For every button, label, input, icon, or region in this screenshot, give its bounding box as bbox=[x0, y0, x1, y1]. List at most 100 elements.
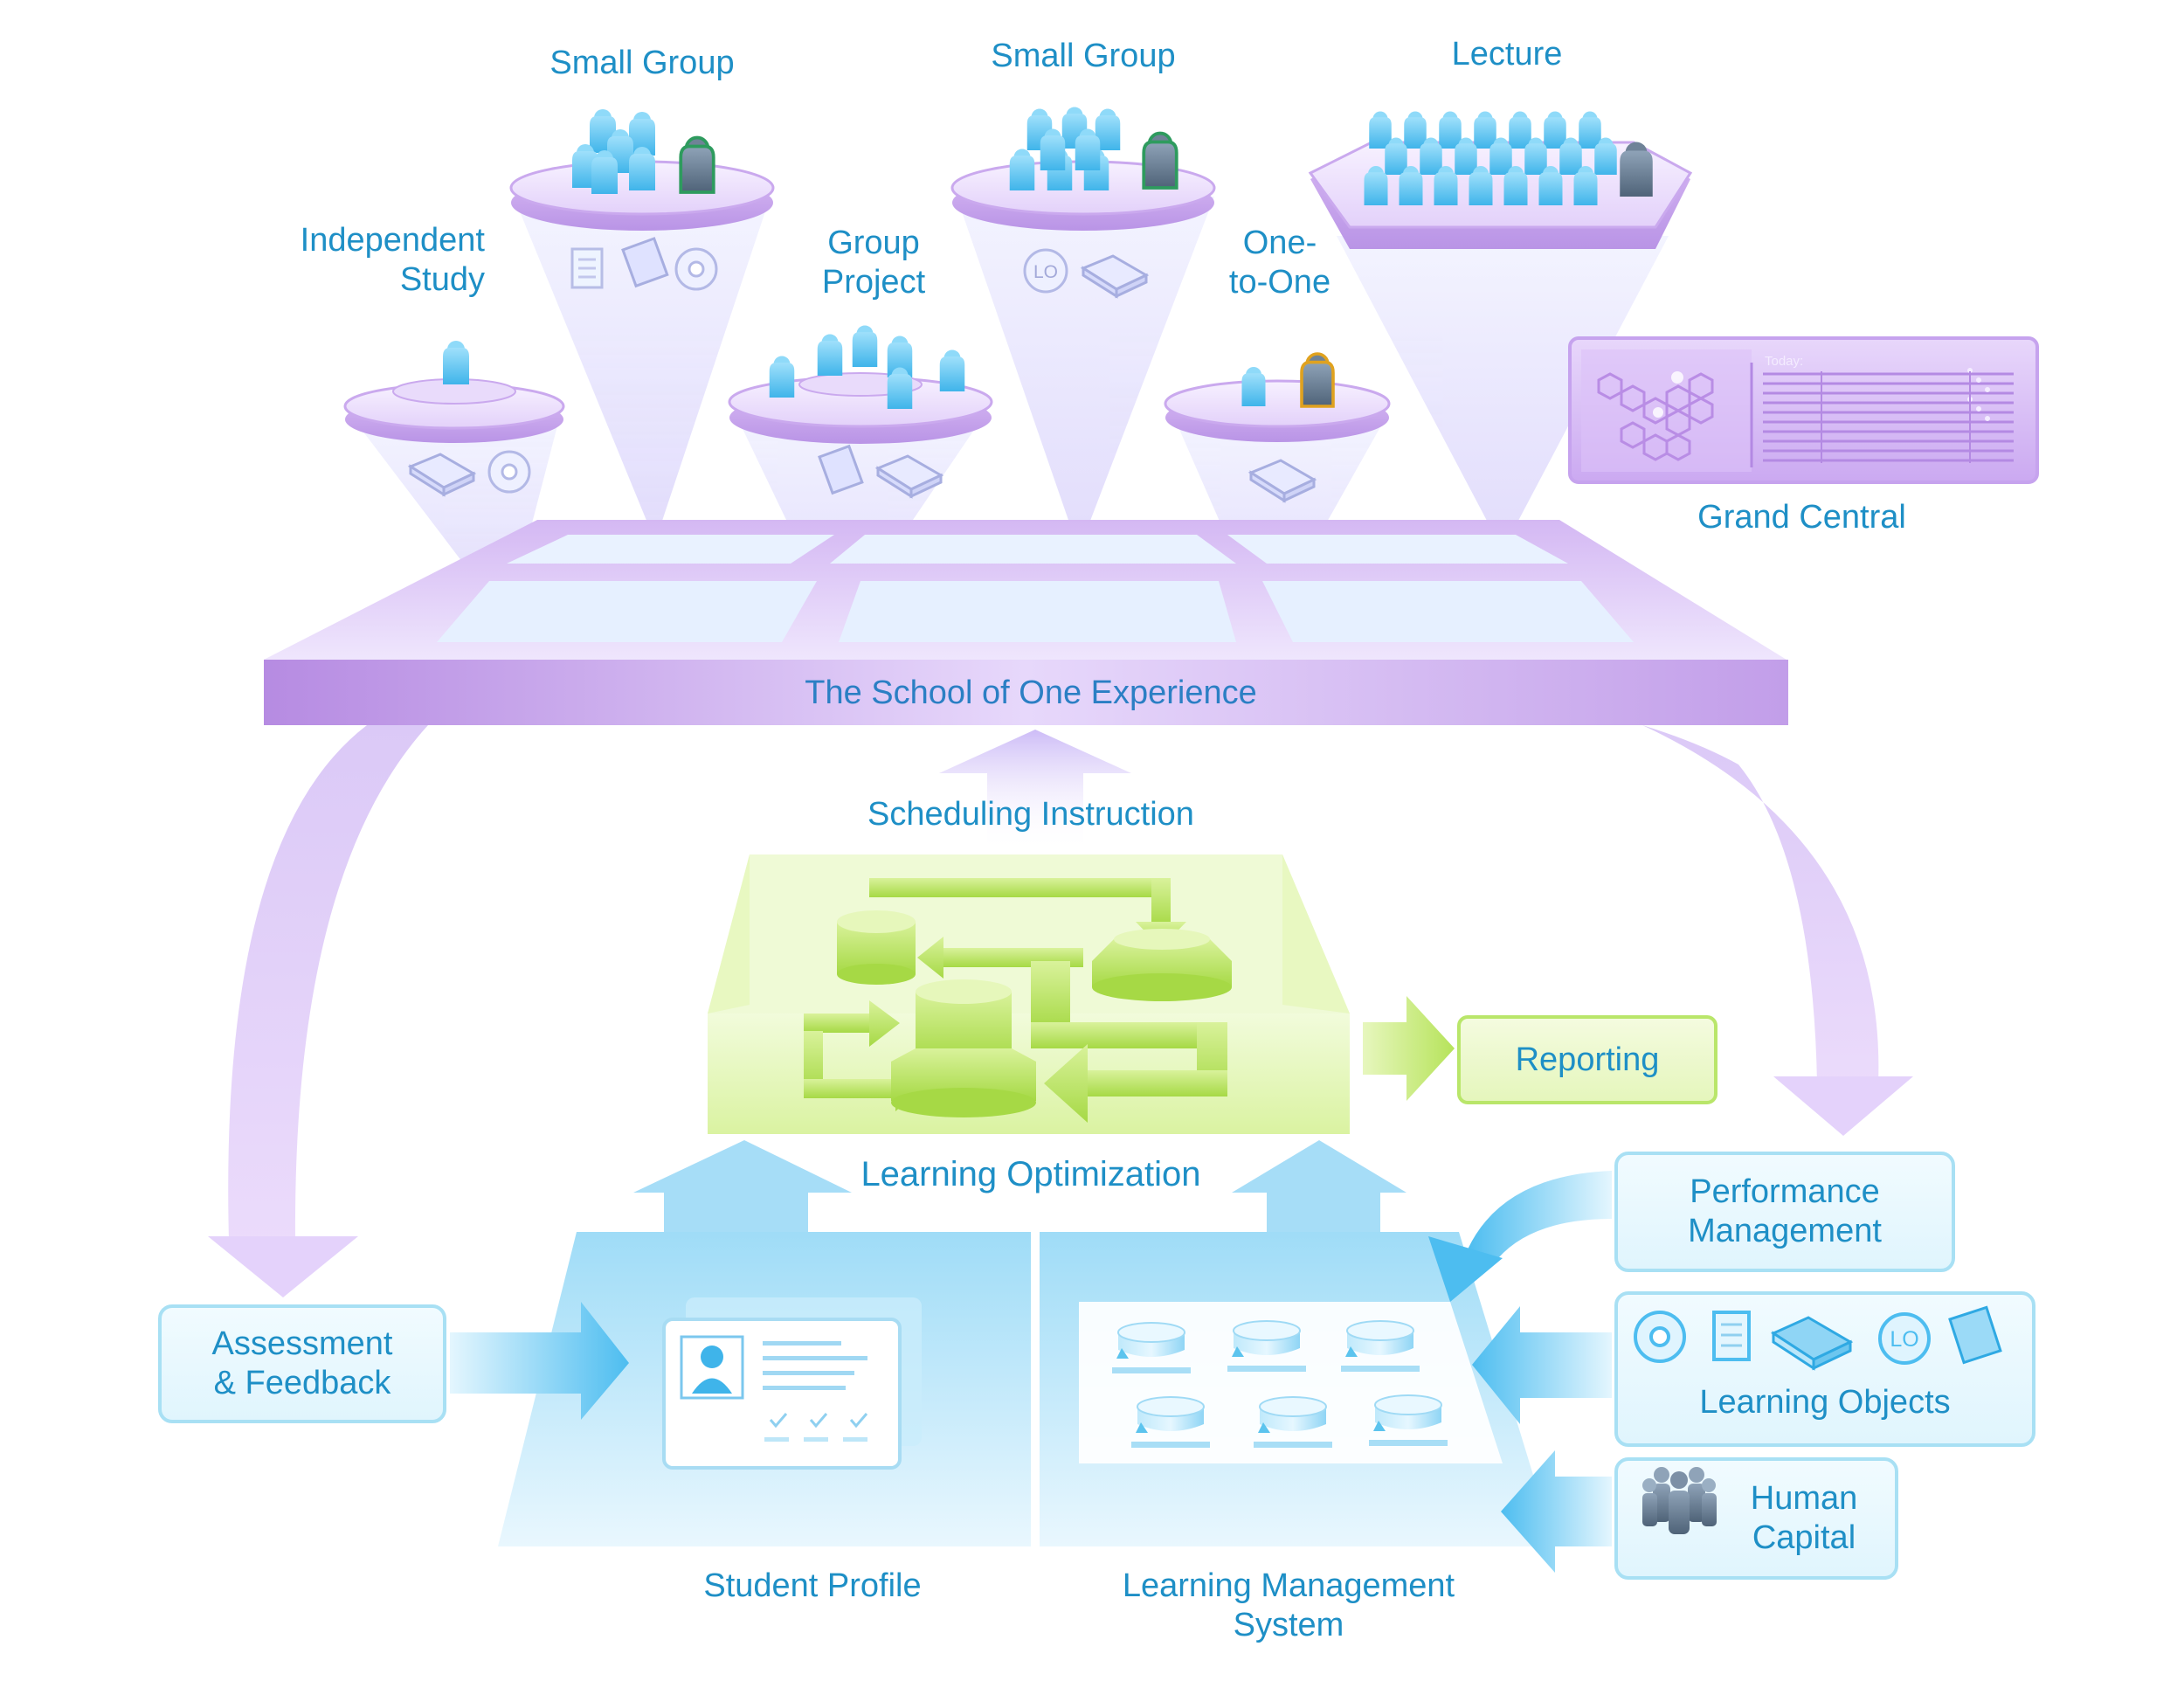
person-icon bbox=[1455, 137, 1477, 175]
card-icon bbox=[818, 444, 864, 495]
lo-badge-text: LO bbox=[1033, 262, 1058, 282]
school-floor bbox=[264, 520, 1788, 725]
lo-icon: LO bbox=[1878, 1312, 1931, 1365]
person-icon bbox=[1503, 166, 1528, 205]
human-capital-icon bbox=[1642, 1467, 1717, 1534]
module-cylinder-icon bbox=[1112, 1322, 1191, 1373]
student-profile-card bbox=[662, 1297, 922, 1470]
label-human-capital: Human Capital bbox=[1750, 1480, 1858, 1556]
book-icon bbox=[407, 453, 477, 497]
person-icon bbox=[1559, 137, 1582, 175]
label-grand-central: Grand Central bbox=[1697, 499, 1906, 536]
person-icon bbox=[1075, 128, 1101, 170]
card-icon bbox=[621, 237, 669, 288]
performance-curved-arrow bbox=[1428, 1171, 1612, 1302]
person-icon bbox=[629, 112, 655, 156]
person-icon bbox=[1509, 111, 1531, 149]
label-small-group-1: Small Group bbox=[549, 45, 735, 81]
database-icon bbox=[837, 910, 916, 985]
database-icon bbox=[1092, 929, 1232, 1001]
person-icon bbox=[1399, 166, 1423, 205]
lms-modules bbox=[1112, 1320, 1448, 1448]
person-icon bbox=[1573, 166, 1598, 205]
pod-one-to-one bbox=[1164, 379, 1391, 442]
person-icon bbox=[1095, 108, 1121, 150]
human-capital-arrow bbox=[1501, 1450, 1612, 1573]
person-icon bbox=[1594, 137, 1617, 175]
book-icon bbox=[1770, 1316, 1854, 1371]
label-learning-optimization: Learning Optimization bbox=[860, 1155, 1201, 1193]
person-icon bbox=[1364, 166, 1388, 205]
people-group bbox=[443, 107, 1653, 409]
teacher-icon bbox=[1142, 131, 1178, 190]
purple-loop-arrow-right bbox=[1642, 725, 1913, 1136]
learning-objects-arrow bbox=[1472, 1306, 1612, 1424]
card-icon bbox=[1948, 1305, 2002, 1365]
teacher-icon bbox=[679, 135, 715, 194]
reporting-arrow bbox=[1363, 996, 1455, 1101]
person-icon bbox=[591, 150, 618, 194]
check-icon bbox=[769, 1413, 868, 1429]
person-icon bbox=[1420, 137, 1442, 175]
disc-icon bbox=[1634, 1311, 1686, 1363]
document-icon bbox=[570, 247, 604, 289]
person-icon bbox=[817, 334, 843, 376]
module-cylinder-icon bbox=[1227, 1320, 1306, 1372]
beam-resources: LO bbox=[407, 237, 1317, 503]
document-icon bbox=[1712, 1311, 1751, 1361]
person-icon bbox=[852, 325, 878, 367]
person-icon bbox=[443, 341, 469, 384]
disc-icon bbox=[487, 450, 531, 494]
person-icon bbox=[939, 349, 965, 391]
label-learning-objects: Learning Objects bbox=[1699, 1384, 1951, 1421]
module-cylinder-icon bbox=[1369, 1394, 1448, 1446]
person-icon bbox=[1434, 166, 1458, 205]
module-cylinder-icon bbox=[1131, 1396, 1210, 1448]
assessment-feedback-box: Assessment & Feedback bbox=[158, 1304, 446, 1423]
person-icon bbox=[887, 336, 913, 377]
disc-icon bbox=[674, 247, 718, 291]
person-icon bbox=[629, 147, 655, 190]
flow-arrows bbox=[804, 878, 1227, 1123]
grand-central-panel: Today: bbox=[1568, 336, 2039, 484]
learning-objects-icons: LO bbox=[1634, 1305, 2002, 1371]
book-icon bbox=[1248, 459, 1317, 503]
person-icon bbox=[1439, 111, 1462, 149]
person-icon bbox=[887, 367, 913, 409]
schedule-rows bbox=[1763, 368, 2014, 463]
person-icon bbox=[1469, 166, 1493, 205]
person-icon bbox=[1489, 137, 1512, 175]
lo-badge-text: LO bbox=[1890, 1327, 1918, 1352]
lms-sheet bbox=[1079, 1302, 1503, 1463]
performance-management-box: Performance Management bbox=[1614, 1152, 1955, 1272]
lo-icon: LO bbox=[1023, 248, 1068, 294]
module-cylinder-icon bbox=[1341, 1320, 1420, 1372]
database-icon bbox=[891, 979, 1036, 1117]
assessment-arrow bbox=[450, 1302, 629, 1420]
person-icon bbox=[1544, 111, 1566, 149]
person-icon bbox=[1369, 111, 1392, 149]
reporting-box: Reporting bbox=[1457, 1015, 1717, 1104]
scheduling-up-arrow bbox=[939, 730, 1131, 852]
module-cylinder-icon bbox=[1254, 1396, 1332, 1448]
pod-group-project bbox=[728, 372, 993, 444]
book-icon bbox=[1080, 254, 1150, 299]
pod-independent-study bbox=[343, 378, 565, 443]
label-group-project: Group Project bbox=[821, 225, 926, 301]
learning-optimization-box bbox=[708, 854, 1350, 1134]
label-independent-study: Independent Study bbox=[300, 222, 485, 298]
person-icon bbox=[1524, 137, 1547, 175]
label-school-of-one: The School of One Experience bbox=[805, 675, 1257, 711]
hexagon-network-icon bbox=[1597, 372, 1714, 461]
book-icon bbox=[874, 454, 944, 499]
label-scheduling-instruction: Scheduling Instruction bbox=[867, 796, 1194, 833]
person-icon bbox=[1241, 367, 1266, 406]
label-lecture: Lecture bbox=[1451, 36, 1563, 73]
grand-central-today-label: Today: bbox=[1765, 354, 1803, 369]
person-icon bbox=[1009, 149, 1035, 190]
teacher-icon bbox=[1300, 352, 1335, 408]
teacher-icon bbox=[1620, 142, 1653, 197]
purple-loop-arrow-left bbox=[208, 725, 428, 1297]
